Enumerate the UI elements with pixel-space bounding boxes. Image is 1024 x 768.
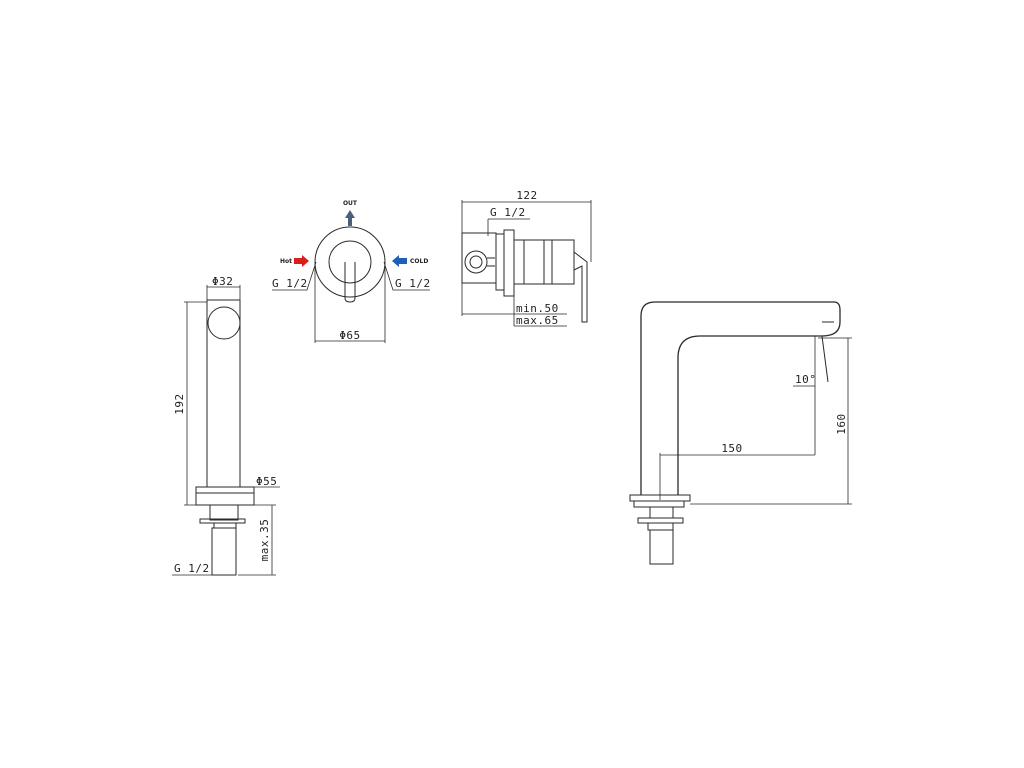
dim-h192-label: 192: [173, 393, 186, 414]
dim-min50-label: min.50: [516, 302, 559, 315]
dim-d32-label: Φ32: [212, 275, 233, 288]
dim-angle10-label: 10°: [795, 373, 816, 386]
cold-label: COLD: [410, 258, 428, 265]
dim-g12-hot-label: G 1/2: [272, 277, 308, 290]
dim-g12-side-label: G 1/2: [490, 206, 526, 219]
hot-arrow-icon: [294, 255, 309, 267]
dim-w122-label: 122: [516, 189, 537, 202]
cold-arrow-icon: [392, 255, 407, 267]
spout-view: 10° 150 160: [629, 301, 852, 565]
dim-g12-cold-label: G 1/2: [395, 277, 431, 290]
hot-label: Hot: [280, 258, 292, 265]
dim-max65-label: max.65: [516, 314, 559, 327]
dim-d55-label: Φ55: [256, 475, 277, 488]
dim-reach150-label: 150: [721, 442, 742, 455]
dim-h160-label: 160: [835, 413, 848, 434]
side-mixer-view: 122 G 1/2 min.50 max.65: [461, 189, 592, 327]
front-mixer-view: OUT Hot COLD G 1/2 G 1/2 Φ65: [272, 200, 431, 343]
dim-max35-label: max.35: [258, 519, 271, 562]
out-label: OUT: [343, 200, 358, 207]
out-arrow-icon: [345, 210, 355, 226]
dim-g12-left-label: G 1/2: [174, 562, 210, 575]
left-body-view: Φ32 192 Φ55 max.35 G 1/2: [172, 275, 280, 576]
dim-d65-label: Φ65: [339, 329, 360, 342]
